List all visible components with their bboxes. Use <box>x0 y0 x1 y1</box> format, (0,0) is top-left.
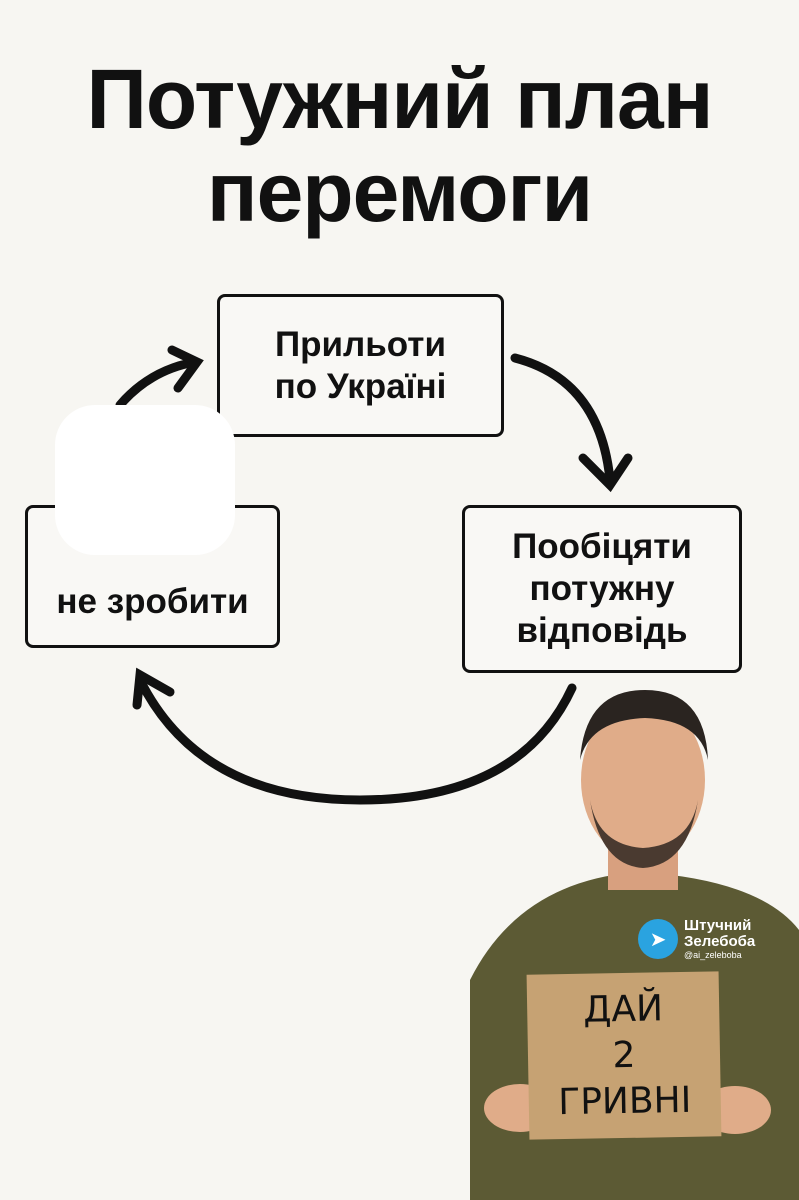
box-text: відповідь <box>516 611 688 650</box>
watermark-name: Штучний <box>684 917 752 934</box>
arrow-head <box>578 453 633 493</box>
box-text: по Україні <box>274 366 447 406</box>
arrow-right-to-left <box>135 675 577 805</box>
box-text: Пообіцяти <box>512 527 692 566</box>
cardboard-sign: ДАЙ 2 ГРИВНІ <box>526 971 722 1140</box>
box-text: Прильоти <box>275 324 446 364</box>
sign-text: ДАЙ <box>583 988 664 1031</box>
arrow-head <box>167 345 204 393</box>
arrow-top-to-right <box>510 353 615 485</box>
arrow-head <box>132 667 175 710</box>
sign-text: 2 <box>612 1034 636 1077</box>
box-text: потужну <box>529 569 675 608</box>
arrow-left-to-top <box>115 357 200 410</box>
title-line-2: перемоги <box>206 145 593 239</box>
title-line-1: Потужний план <box>86 52 713 146</box>
watermark-handle: @ai_zeleboba <box>684 950 742 960</box>
watermark-name: Зелебоба <box>684 933 756 950</box>
sign-text: ГРИВНІ <box>557 1079 692 1124</box>
white-cover-patch <box>55 405 235 555</box>
box-text: не зробити <box>56 582 249 621</box>
telegram-icon: ➤ <box>638 919 678 959</box>
